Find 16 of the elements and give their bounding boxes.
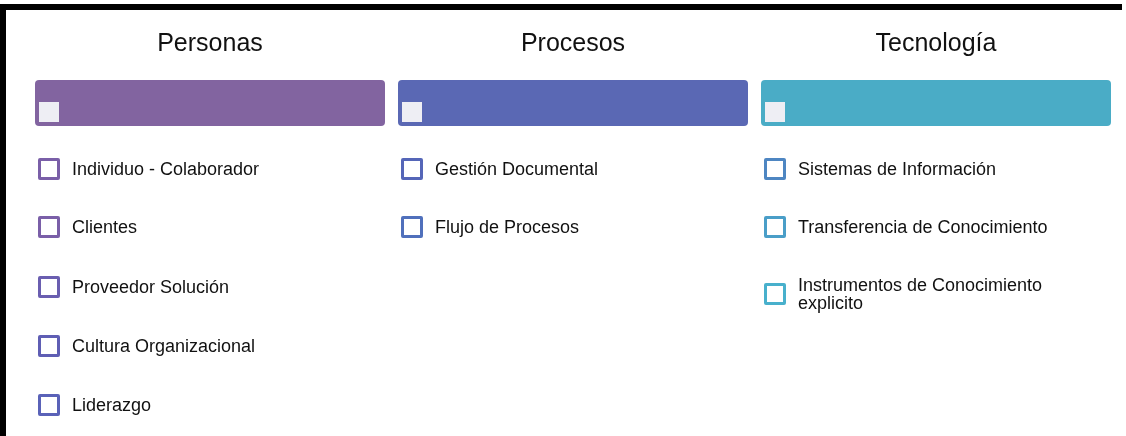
column-heading: Personas [156,28,264,57]
category-bar [35,80,385,126]
category-bar [398,80,748,126]
list-item-text: Gestión Documental [435,160,599,178]
list-item-text: Instrumentos de Conocimiento explicito [798,276,1044,312]
list-item-text: Liderazgo [72,396,152,414]
list-item-text: Transferencia de Conocimiento [798,218,1048,236]
list-item-text: Clientes [72,218,138,236]
list-item-text: Flujo de Procesos [435,218,580,236]
list-item-text: Individuo - Colaborador [72,160,260,178]
column-heading: Procesos [519,28,627,57]
list-item-text: Cultura Organizacional [72,337,256,355]
category-bar [761,80,1111,126]
list-item-text: Sistemas de Información [798,160,997,178]
column-heading: Tecnología [874,28,998,57]
list-item-text: Proveedor Solución [72,278,230,296]
